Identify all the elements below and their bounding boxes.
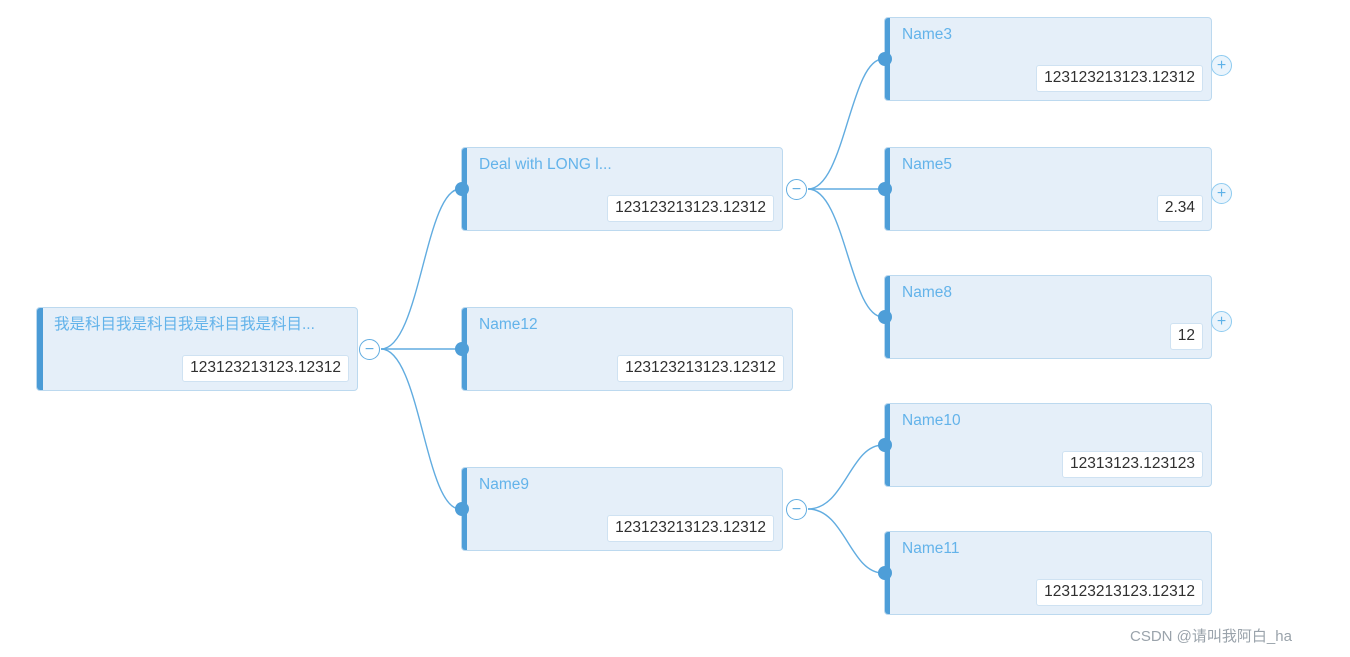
node-title: Name3 (902, 26, 952, 43)
node-title: Name10 (902, 412, 961, 429)
tree-node-n-9[interactable]: Name9 123123213123.12312 (455, 467, 783, 551)
minus-icon: − (791, 500, 802, 518)
node-title: Name8 (902, 284, 952, 301)
tree-node-n-11[interactable]: Name11 123123213123.12312 (878, 531, 1212, 615)
node-value-field[interactable]: 123123213123.12312 (182, 355, 349, 382)
collapse-toggle-n-deal[interactable]: − (786, 179, 807, 200)
node-title: Name12 (479, 316, 538, 333)
minus-icon: − (791, 180, 802, 198)
plus-icon: + (1216, 312, 1227, 330)
node-connector-port (455, 182, 469, 196)
edge-deal-toggle-to-n-3 (807, 58, 884, 190)
node-connector-port (878, 310, 892, 324)
node-value-field[interactable]: 123123213123.12312 (1036, 579, 1203, 606)
node-connector-port (878, 52, 892, 66)
expand-toggle-n-8[interactable]: + (1211, 311, 1232, 332)
edge-deal-toggle-to-n-8 (807, 188, 884, 318)
tree-node-n-5[interactable]: Name5 2.34 (878, 147, 1212, 231)
node-value-field[interactable]: 123123213123.12312 (607, 195, 774, 222)
collapse-toggle-root[interactable]: − (359, 339, 380, 360)
node-connector-port (878, 438, 892, 452)
tree-node-n-12[interactable]: Name12 123123213123.12312 (455, 307, 793, 391)
collapse-toggle-n-9[interactable]: − (786, 499, 807, 520)
edge-n9-toggle-to-n-10 (807, 444, 884, 510)
node-value-field[interactable]: 123123213123.12312 (607, 515, 774, 542)
node-title: Name11 (902, 540, 960, 557)
tree-node-root[interactable]: 我是科目我是科目我是科目我是科目... 123123213123.12312 (36, 307, 358, 391)
tree-node-n-deal[interactable]: Deal with LONG l... 123123213123.12312 (455, 147, 783, 231)
expand-toggle-n-3[interactable]: + (1211, 55, 1232, 76)
node-value-field[interactable]: 12313123.123123 (1062, 451, 1203, 478)
edge-root-toggle-to-n-deal (380, 188, 461, 350)
watermark: CSDN @请叫我阿白_ha (1130, 628, 1292, 645)
plus-icon: + (1216, 56, 1227, 74)
node-connector-port (455, 342, 469, 356)
node-value-field[interactable]: 12 (1169, 323, 1203, 350)
node-title: Name9 (479, 476, 529, 493)
node-title: Name5 (902, 156, 952, 173)
node-connector-port (878, 182, 892, 196)
node-connector-port (878, 566, 892, 580)
node-value-field[interactable]: 123123213123.12312 (617, 355, 784, 382)
node-connector-port (455, 502, 469, 516)
tree-node-n-10[interactable]: Name10 12313123.123123 (878, 403, 1212, 487)
tree-node-n-3[interactable]: Name3 123123213123.12312 (878, 17, 1212, 101)
edge-root-toggle-to-n-9 (380, 348, 461, 510)
node-title: 我是科目我是科目我是科目我是科目... (54, 316, 315, 333)
tree-node-n-8[interactable]: Name8 12 (878, 275, 1212, 359)
node-value-field[interactable]: 123123213123.12312 (1036, 65, 1203, 92)
node-title: Deal with LONG l... (479, 156, 612, 173)
expand-toggle-n-5[interactable]: + (1211, 183, 1232, 204)
node-accent-bar (37, 308, 43, 390)
node-value-field[interactable]: 2.34 (1156, 195, 1203, 222)
plus-icon: + (1216, 184, 1227, 202)
edge-n9-toggle-to-n-11 (807, 508, 884, 574)
minus-icon: − (364, 340, 375, 358)
